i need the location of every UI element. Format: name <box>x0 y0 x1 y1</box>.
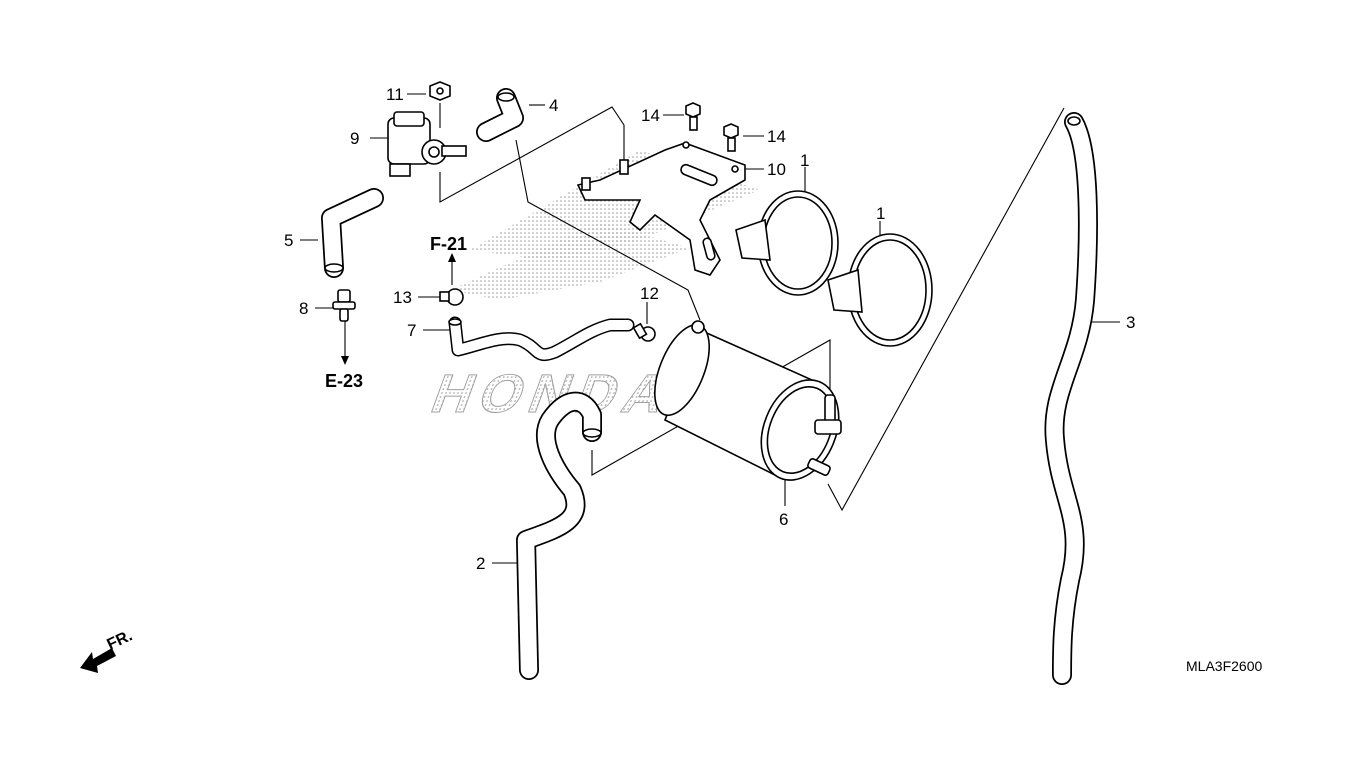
nut-part-11 <box>429 81 451 101</box>
canister-part-6 <box>654 320 842 481</box>
label-part-5: 5 <box>284 231 293 250</box>
part-labels: 11 4 9 14 14 10 1 1 5 8 13 12 7 3 6 2 <box>284 85 1135 573</box>
hose-part-3 <box>1044 112 1098 685</box>
bolt-part-14b <box>723 123 739 152</box>
arrow-down <box>341 356 349 365</box>
clip-part-12 <box>632 322 656 342</box>
front-label: FR. <box>105 627 136 653</box>
band-part-1b <box>827 233 933 347</box>
bolt-part-14a <box>685 102 701 131</box>
reference-upper: F-21 <box>430 234 467 254</box>
label-part-14a: 14 <box>641 106 660 125</box>
label-part-2: 2 <box>476 554 485 573</box>
front-arrow-icon <box>80 648 116 673</box>
label-part-11: 11 <box>386 85 404 104</box>
arrow-up <box>448 253 456 262</box>
label-part-6: 6 <box>779 510 788 529</box>
valve-part-9 <box>387 111 467 177</box>
label-part-12: 12 <box>640 284 659 303</box>
label-part-1a: 1 <box>800 151 809 170</box>
label-part-1b: 1 <box>876 204 885 223</box>
front-indicator: FR. <box>80 627 135 673</box>
label-part-4: 4 <box>549 96 558 115</box>
label-part-13: 13 <box>393 288 412 307</box>
label-part-10: 10 <box>767 160 786 179</box>
label-part-14b: 14 <box>767 127 786 146</box>
hose-part-5 <box>321 188 384 278</box>
watermark-wing-lower <box>450 222 690 300</box>
elbow-part-4 <box>476 88 524 142</box>
joint-part-8 <box>332 289 356 322</box>
bracket-part-10 <box>576 141 746 276</box>
clamp-part-13 <box>439 288 464 306</box>
diagram-code: MLA3F2600 <box>1186 658 1262 674</box>
hose-part-2 <box>516 391 602 680</box>
label-part-3: 3 <box>1126 313 1135 332</box>
hose-part-7 <box>448 316 635 362</box>
label-part-7: 7 <box>407 321 416 340</box>
label-part-8: 8 <box>299 299 308 318</box>
reference-lower: E-23 <box>325 371 363 391</box>
watermark-text: HONDA <box>424 364 684 424</box>
band-part-1a <box>735 190 839 296</box>
label-part-9: 9 <box>350 129 359 148</box>
